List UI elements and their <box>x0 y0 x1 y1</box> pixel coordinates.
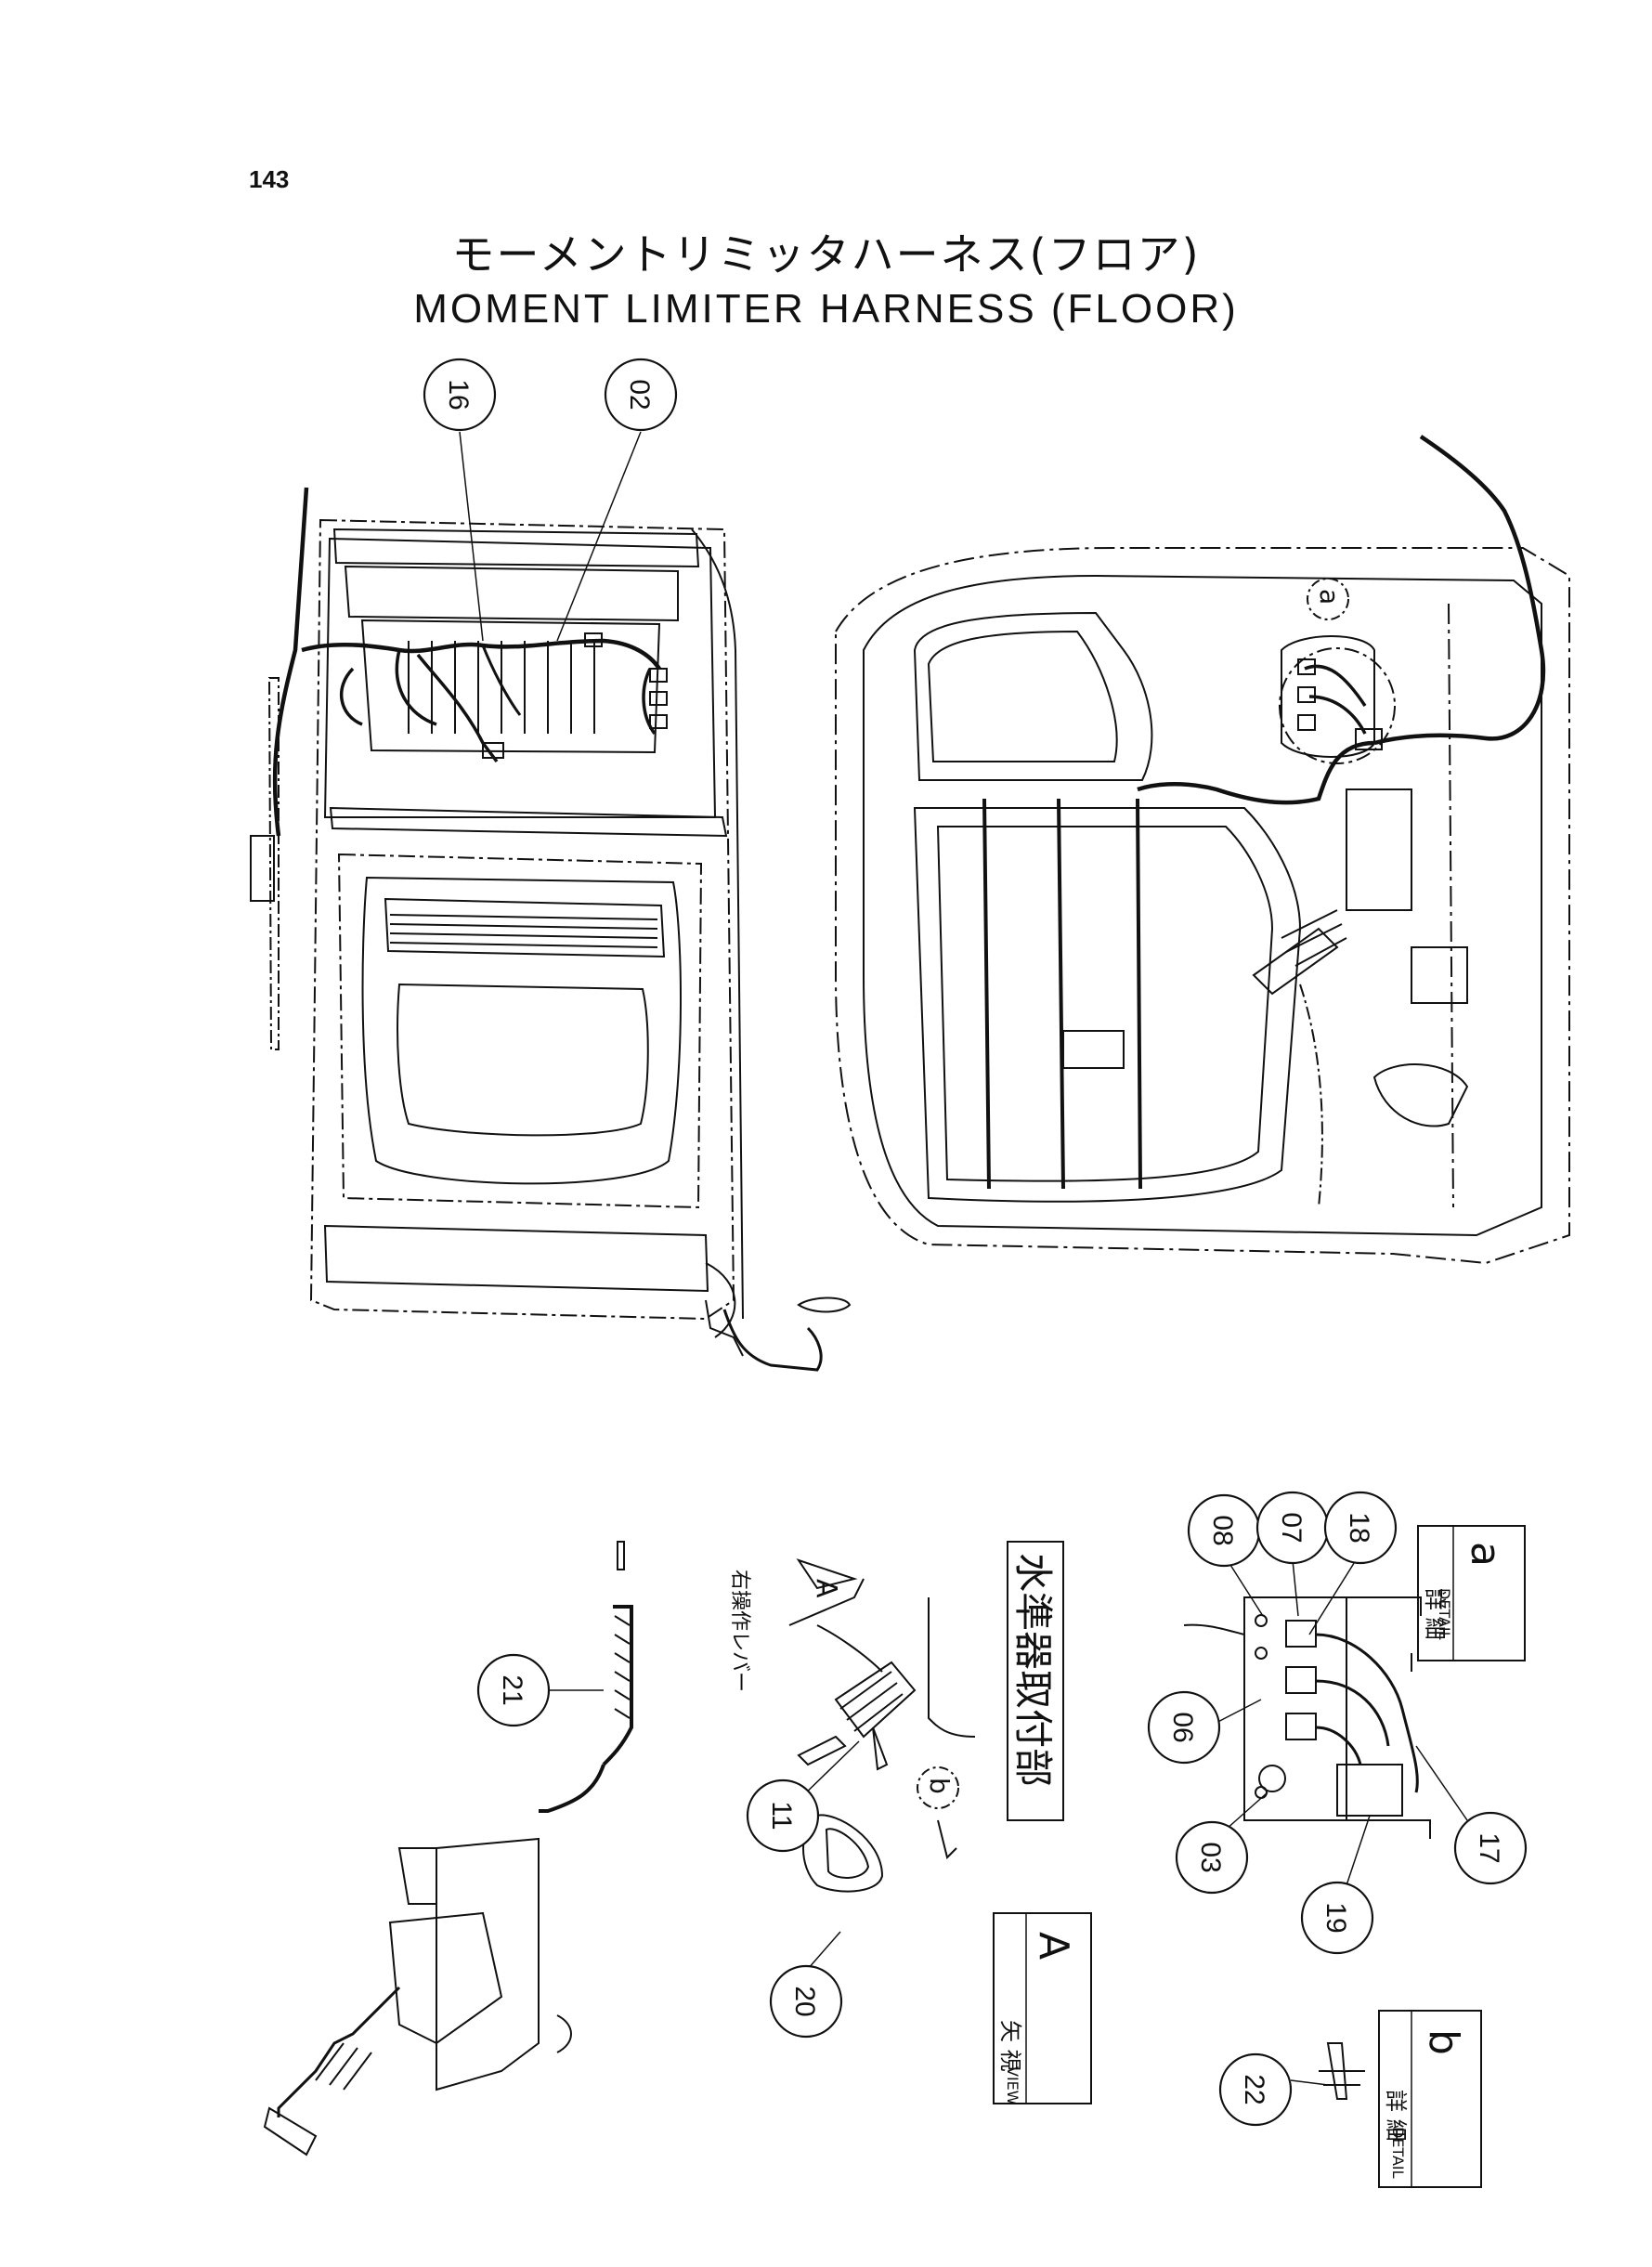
lever-note: 右操作レバー <box>728 1570 751 1692</box>
svg-text:19: 19 <box>1320 1902 1351 1933</box>
svg-text:07: 07 <box>1276 1512 1307 1543</box>
svg-text:21: 21 <box>497 1674 527 1705</box>
title-english: MOMENT LIMITER HARNESS (FLOOR) <box>413 286 1239 332</box>
view-a-box: 矢 視 VIEW A <box>993 1912 1092 2105</box>
level-mount-label: 水準器取付部 <box>1010 1553 1056 1787</box>
callout-18: 18 <box>1323 1491 1398 1565</box>
callout-20: 20 <box>769 1964 843 2039</box>
callout-21: 21 <box>476 1653 551 1727</box>
svg-text:02: 02 <box>624 379 655 410</box>
detail-a-marker: a <box>1314 589 1345 605</box>
lever-detail-view <box>788 1558 976 1893</box>
page-number: 143 <box>249 165 290 193</box>
detail-markers <box>917 578 1349 1859</box>
level-mount-box: 水準器取付部 <box>1007 1541 1064 1821</box>
callout-19: 19 <box>1300 1881 1374 1955</box>
detail-a-bracket <box>1183 1596 1431 2100</box>
detail-a-jp: 詳 細 <box>1422 1588 1448 1640</box>
detail-b-marker: b <box>924 1778 955 1794</box>
floor-plan-right <box>835 435 1570 1265</box>
svg-text:18: 18 <box>1344 1512 1374 1543</box>
callout-07: 07 <box>1255 1491 1330 1565</box>
rotated-labels: 右操作レバー A a b 水準器取付部 矢 視 VIEW A 詳 細 DETAI… <box>728 589 1526 2188</box>
detail-b-jp: 詳 細 <box>1383 2090 1409 2142</box>
callout-11: 11 <box>746 1778 820 1853</box>
callout-16: 16 <box>423 358 497 432</box>
callout-08: 08 <box>1187 1493 1261 1568</box>
leader-lines <box>459 431 1468 2086</box>
callout-17: 17 <box>1453 1811 1528 1885</box>
view-a-letter: A <box>1030 1932 1077 1960</box>
detail-b-box: 詳 細 DETAIL b <box>1378 2010 1482 2188</box>
svg-text:22: 22 <box>1239 2074 1269 2104</box>
title-japanese: モーメントリミッタハーネス(フロア) <box>451 229 1201 280</box>
svg-text:08: 08 <box>1207 1515 1238 1545</box>
detail-a-en: DETAIL <box>1436 1588 1453 1640</box>
view-a-jp: 矢 視 <box>997 2020 1023 2072</box>
detail-b-letter: b <box>1420 2029 1467 2055</box>
svg-text:03: 03 <box>1195 1842 1226 1872</box>
svg-text:16: 16 <box>443 379 474 410</box>
callout-03: 03 <box>1175 1820 1249 1895</box>
detail-a-box: 詳 細 DETAIL a <box>1417 1525 1526 1661</box>
detail-a-letter: a <box>1462 1542 1509 1567</box>
svg-text:17: 17 <box>1474 1832 1504 1863</box>
lever-assembly <box>263 1541 633 2156</box>
callout-06: 06 <box>1147 1690 1221 1765</box>
callout-bubbles: 16 02 21 11 08 07 18 06 03 19 17 20 22 <box>423 358 1528 2127</box>
floor-plan-left <box>250 487 852 1372</box>
detail-b-en: DETAIL <box>1389 2127 1407 2179</box>
svg-text:11: 11 <box>766 1801 797 1830</box>
view-a-en: VIEW <box>1004 2066 1021 2105</box>
svg-text:20: 20 <box>789 1986 820 2016</box>
view-arrow-letter: A <box>810 1579 842 1598</box>
callout-22: 22 <box>1218 2052 1293 2127</box>
callout-02: 02 <box>604 358 678 432</box>
svg-text:06: 06 <box>1167 1712 1198 1742</box>
